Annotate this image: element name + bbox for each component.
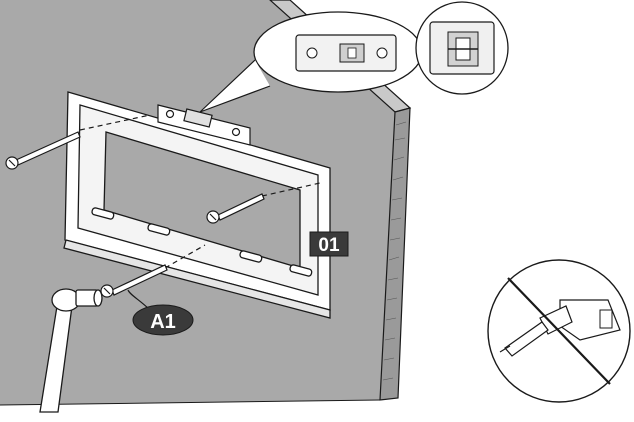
- wall-cross-section: [379, 107, 411, 401]
- lag-screw: [206, 193, 265, 224]
- step-number-label: 01: [318, 235, 340, 256]
- level-bubble-magnified: [415, 1, 509, 95]
- bracket-slot: [289, 264, 313, 277]
- part-a1-label: A1: [150, 311, 176, 333]
- wall-bracket: [63, 91, 331, 319]
- lag-screw: [5, 131, 81, 170]
- part-a1-badge: [132, 304, 194, 336]
- part-a1-callout: A1: [127, 289, 194, 336]
- bracket-slot: [91, 207, 115, 220]
- lag-screw: [100, 264, 168, 298]
- wall-texture: [382, 121, 407, 381]
- bracket-slot: [239, 250, 263, 263]
- bracket-slot: [147, 223, 171, 236]
- no-power-drill-icon: [487, 259, 631, 403]
- bracket-lip: [63, 239, 331, 319]
- step-badge: 01: [309, 231, 349, 257]
- guide-line: [164, 244, 206, 269]
- bubble-level-icon: [157, 104, 251, 146]
- guide-line: [79, 114, 151, 131]
- socket-wrench-icon: [39, 288, 103, 413]
- screws: [5, 114, 321, 298]
- guide-line: [261, 182, 321, 197]
- wall-bottom-edge: [0, 399, 381, 406]
